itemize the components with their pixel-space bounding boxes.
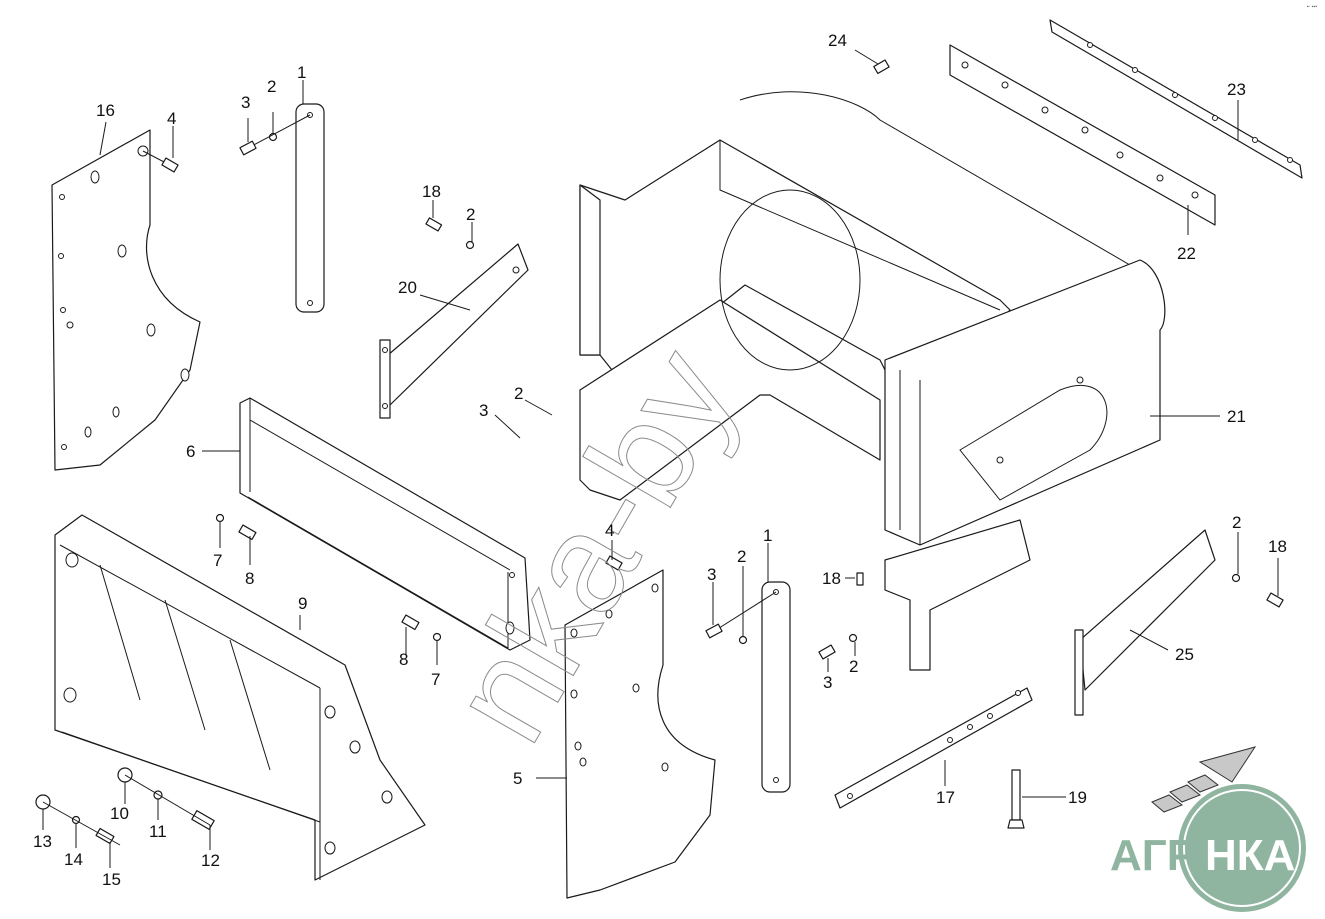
callout-16: 16 [96, 101, 115, 120]
callout-25: 25 [1175, 645, 1194, 664]
part-22-strip [949, 44, 1216, 226]
callout-10: 10 [110, 804, 129, 823]
logo-arrow-head [1198, 746, 1257, 783]
callout-4: 4 [605, 521, 614, 540]
callout-19: 19 [1068, 788, 1087, 807]
part-1-strip-lower [705, 581, 791, 793]
callout-18: 18 [422, 182, 441, 201]
part-24-screw [873, 59, 890, 75]
logo-arrow-block [1169, 784, 1202, 803]
logo-arrow-block [1151, 794, 1184, 813]
part-9-bracket [54, 514, 426, 881]
part-4-bolt-lower [605, 555, 623, 571]
callout-22: 22 [1177, 244, 1196, 263]
logo-arrow-block [1187, 774, 1220, 793]
callout-18: 18 [822, 569, 841, 588]
callout-9: 9 [298, 594, 307, 613]
part-25-deflector [1074, 529, 1284, 716]
part-19-bolt [1007, 769, 1025, 829]
logo-circle-ring [1183, 789, 1301, 907]
logo-text-left: АГРО [1110, 831, 1230, 880]
callout-7: 7 [213, 551, 222, 570]
callout-2: 2 [1232, 513, 1241, 532]
callout-2: 2 [849, 657, 858, 676]
callout-2: 2 [267, 77, 276, 96]
callout-23: 23 [1227, 80, 1246, 99]
part-17-bar [834, 687, 1033, 809]
callout-2: 2 [737, 547, 746, 566]
callout-15: 15 [102, 870, 121, 889]
callout-3: 3 [707, 565, 716, 584]
corner-mark: ▪▫ ▪▪▪ [1306, 4, 1317, 10]
part-21-housing [884, 259, 1166, 546]
callout-13: 13 [33, 832, 52, 851]
callout-8: 8 [245, 569, 254, 588]
callout-2: 2 [466, 205, 475, 224]
part-5-plate [564, 569, 716, 899]
part-4-bolt [142, 150, 179, 173]
callout-7: 7 [431, 670, 440, 689]
callout-21: 21 [1227, 407, 1246, 426]
callout-14: 14 [64, 850, 83, 869]
part-23-rail [1049, 19, 1303, 179]
parts-10-15-fasteners [35, 767, 215, 846]
agronka-logo: АГРО НКА [1110, 746, 1306, 912]
callout-4: 4 [167, 109, 176, 128]
part-6-channel [239, 397, 531, 651]
callout-1: 1 [763, 526, 772, 545]
part-1-strip [295, 103, 325, 313]
callouts: 1 2 3 16 4 18 2 20 2 3 6 7 8 9 4 8 7 13 … [33, 31, 1287, 889]
callout-6: 6 [186, 442, 195, 461]
part-7-washer [215, 513, 442, 642]
callout-24: 24 [828, 31, 847, 50]
callout-20: 20 [398, 278, 417, 297]
part-3-screw [239, 114, 311, 156]
part-20-angle [379, 217, 529, 419]
callout-17: 17 [936, 788, 955, 807]
callout-18: 18 [1268, 537, 1287, 556]
callout-2: 2 [514, 384, 523, 403]
main-frame [579, 91, 1163, 501]
callout-3: 3 [823, 673, 832, 692]
callout-8: 8 [399, 650, 408, 669]
part-16-side-plate [51, 129, 201, 471]
callout-5: 5 [513, 769, 522, 788]
callout-1: 1 [297, 63, 306, 82]
logo-circle [1178, 784, 1306, 912]
logo-text-right: НКА [1205, 831, 1295, 880]
lower-bracket [818, 519, 1031, 671]
leader-lines [42, 49, 1279, 868]
callout-12: 12 [201, 851, 220, 870]
callout-3: 3 [241, 93, 250, 112]
callout-11: 11 [149, 822, 167, 841]
part-8-bolt [238, 524, 420, 631]
callout-3: 3 [479, 401, 488, 420]
